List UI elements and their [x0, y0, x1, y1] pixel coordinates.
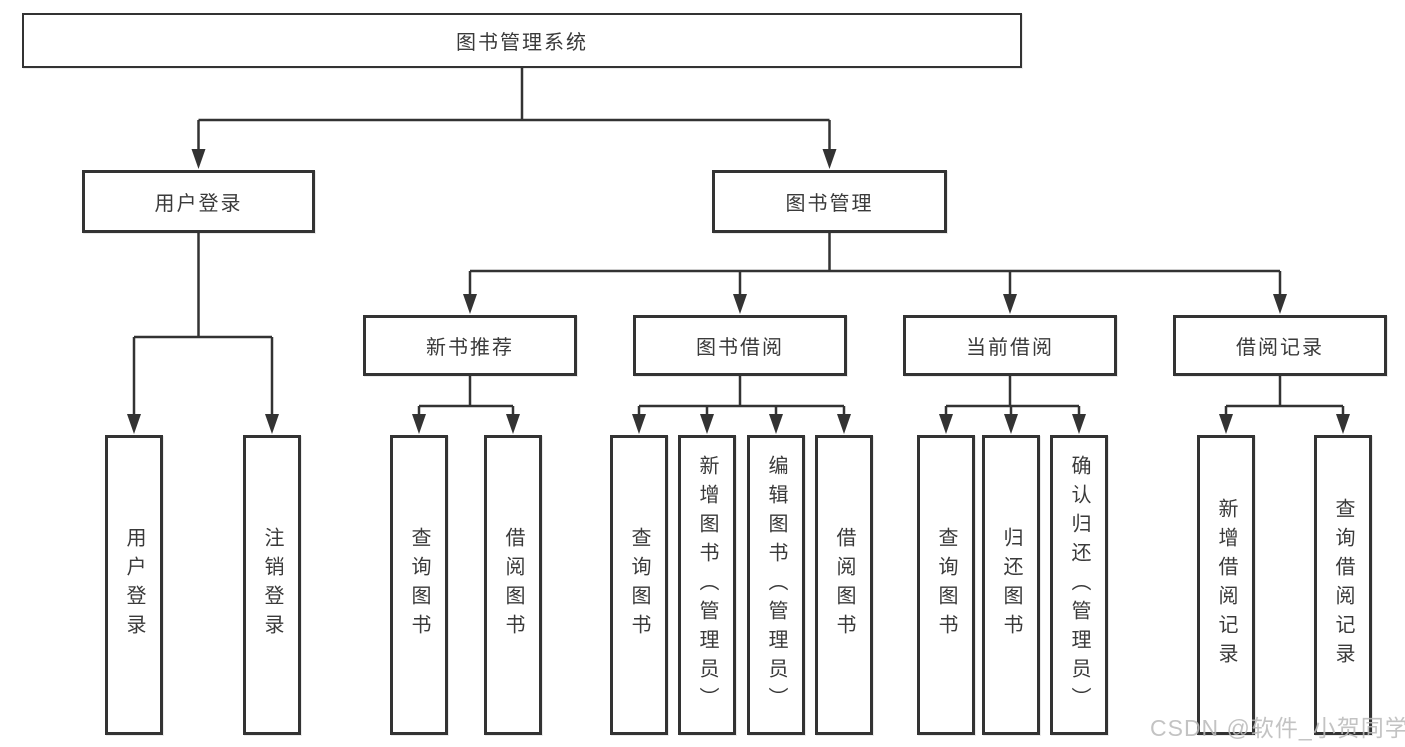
leaf-add-books-admin: 新增图书（管理员）	[678, 435, 736, 735]
leaf-query-borrow-record: 查询借阅记录	[1314, 435, 1372, 735]
leaf-add-borrow-record: 新增借阅记录	[1197, 435, 1255, 735]
node-book-management: 图书管理	[712, 170, 947, 233]
node-user-login: 用户登录	[82, 170, 315, 233]
node-borrowing-records: 借阅记录	[1173, 315, 1387, 376]
leaf-logout: 注销登录	[243, 435, 301, 735]
leaf-newbook-borrow-books: 借阅图书	[484, 435, 542, 735]
leaf-newbook-query-books: 查询图书	[390, 435, 448, 735]
leaf-borrow-query-books: 查询图书	[610, 435, 668, 735]
leaf-confirm-return-admin: 确认归还（管理员）	[1050, 435, 1108, 735]
leaf-edit-books-admin: 编辑图书（管理员）	[747, 435, 805, 735]
leaf-return-books: 归还图书	[982, 435, 1040, 735]
leaf-current-query-books: 查询图书	[917, 435, 975, 735]
leaf-user-login: 用户登录	[105, 435, 163, 735]
csdn-watermark: CSDN @软件_小贺同学	[1150, 715, 1405, 741]
leaf-borrow-books: 借阅图书	[815, 435, 873, 735]
node-current-borrowing: 当前借阅	[903, 315, 1117, 376]
node-book-borrowing: 图书借阅	[633, 315, 847, 376]
node-new-book-recommendation: 新书推荐	[363, 315, 577, 376]
node-library-management-system: 图书管理系统	[22, 13, 1022, 68]
